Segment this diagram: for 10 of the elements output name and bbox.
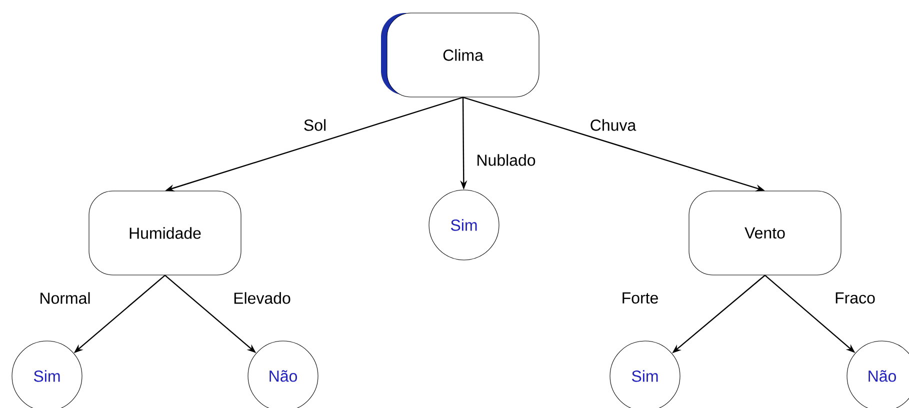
edge-label: Chuva (590, 119, 636, 131)
root-box: Clima (381, 12, 540, 98)
edge-label: Elevado (234, 292, 290, 304)
edge-label: Sol (304, 119, 326, 131)
decision-box: Humidade (88, 190, 242, 276)
edge-label: Nublado (478, 154, 536, 166)
edge-label: Forte (622, 292, 658, 304)
edge-label: Normal (40, 292, 90, 304)
edge-label: Fraco (836, 292, 875, 304)
decision-box: Vento (688, 190, 842, 276)
